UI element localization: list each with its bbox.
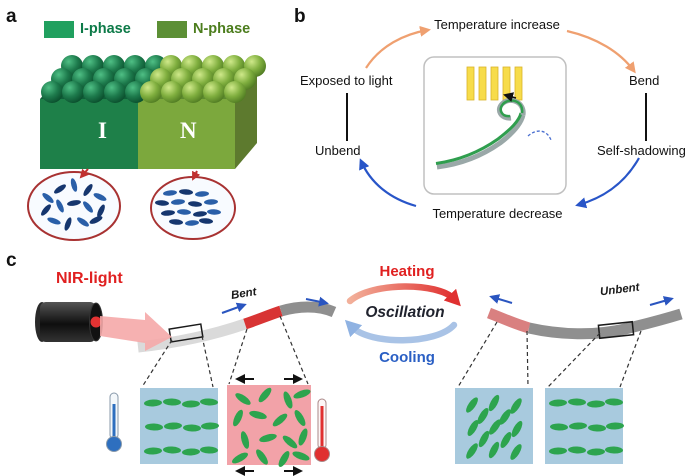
strip-unbent-gray-segment (527, 308, 683, 340)
i-phase-legend-label: I-phase (80, 21, 131, 37)
isotropic-inset-circle (27, 171, 121, 241)
hot-thermometer-icon (314, 398, 330, 462)
strip-unbent-cooling-segment (487, 307, 531, 334)
cycle-step-temperature-decrease: Temperature decrease (432, 206, 563, 221)
n-phase-swatch (157, 21, 187, 38)
arrow-shadow-to-cool (575, 157, 640, 209)
strip-bent-gray-segment (279, 301, 337, 318)
cycle-step-bend: Bend (629, 73, 660, 88)
tip-motion-arrow (503, 92, 517, 102)
i-phase-swatch (44, 21, 74, 38)
nir-beam-arrow (100, 312, 172, 351)
nir-light-label: NIR-light (56, 270, 123, 287)
inset-nematic-cold (140, 388, 220, 464)
i-phase-swatch-rect (44, 21, 74, 38)
cooling-label: Cooling (379, 349, 435, 366)
panel-b-label: b (294, 6, 306, 27)
cycle-step-self-shadowing: Self-shadowing (597, 143, 686, 158)
self-shadowing-illustration (423, 56, 567, 195)
n-phase-legend-label: N-phase (193, 21, 251, 37)
heating-arrow (346, 283, 461, 307)
swing-dashed-arc (527, 130, 552, 141)
arrow-heat-to-bend (566, 29, 636, 74)
pointer-arrow-left (79, 168, 89, 179)
feedback-cycle-arrows (346, 25, 647, 209)
strip-unbent (487, 294, 683, 340)
heating-label: Heating (379, 263, 435, 280)
bent-film-icon (435, 92, 552, 170)
n-phase-swatch-rect (157, 21, 187, 38)
panel-c-label: c (6, 250, 17, 271)
motion-arrow-unbent-2 (649, 296, 674, 306)
nir-laser-icon (35, 302, 103, 342)
cycle-step-temperature-increase: Temperature increase (434, 17, 560, 32)
cycle-step-exposed-to-light: Exposed to light (300, 73, 393, 88)
inset-nematic-recovered (545, 388, 625, 464)
phase-insets (27, 168, 236, 241)
motion-arrow-unbent-1 (489, 294, 513, 304)
i-phase-block-letter: I (98, 118, 107, 143)
laser-aperture (90, 316, 102, 328)
inset-connector-lines (141, 315, 642, 388)
inset-isotropic-hot (227, 374, 312, 476)
oscillation-label: Oscillation (365, 304, 445, 321)
sample-window-unbent (597, 320, 635, 340)
pointer-arrow-right (192, 170, 201, 181)
inset-relaxing (455, 388, 533, 464)
oscillation-cycle (344, 283, 461, 344)
cycle-step-unbend: Unbend (315, 143, 361, 158)
cold-thermometer-icon (106, 392, 122, 452)
arrow-cool-to-unbend (359, 158, 417, 208)
nematic-inset-circle (150, 176, 236, 240)
arrow-light-to-heat (365, 25, 431, 69)
panel-a-label: a (6, 6, 17, 27)
n-phase-block-letter: N (180, 118, 197, 143)
strip-bent-hot-segment (243, 305, 283, 330)
motion-arrow-bent-1 (221, 302, 247, 314)
motion-arrow-bent-2 (305, 296, 329, 307)
cooling-arrow (344, 319, 458, 344)
lce-block-3d (40, 55, 266, 169)
strip-bent (137, 296, 337, 353)
expansion-arrows (235, 374, 303, 476)
